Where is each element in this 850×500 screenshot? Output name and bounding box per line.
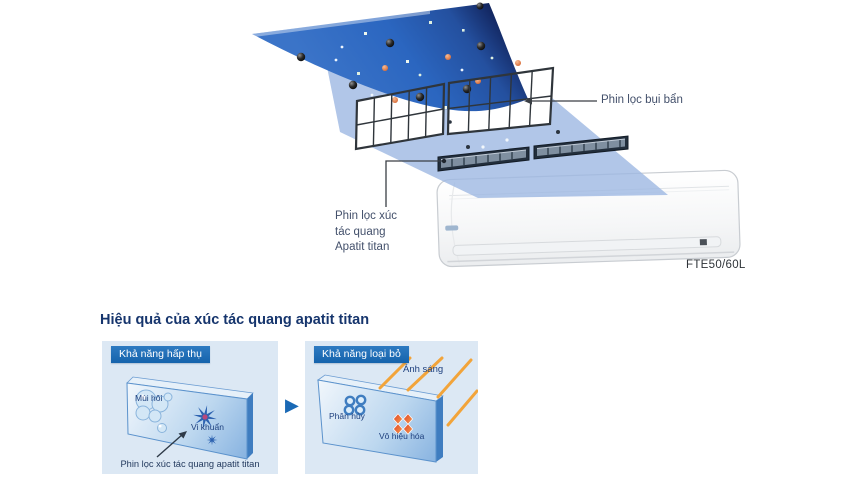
dust-filter-label: Phin lọc bụi bẩn — [601, 94, 683, 106]
leader-line-dust-filter — [524, 97, 597, 105]
ac-vent — [452, 236, 722, 256]
neutralize-label: Vô hiệu hóa — [379, 431, 425, 441]
daikin-logo — [445, 225, 459, 231]
decompose-label: Phân hủy — [329, 411, 365, 421]
caption-arrow — [156, 431, 187, 458]
air-flow-sheet — [252, 2, 528, 112]
remove-header-badge: Khả năng loại bỏ — [314, 346, 409, 363]
neutralize-diamonds-icon — [392, 413, 414, 435]
stray-particles — [448, 120, 560, 149]
model-label: FTE50/60L — [686, 259, 746, 271]
absorb-panel: Khả năng hấp thụ Mùi hôi Vi khuẩn Phin l… — [102, 341, 278, 474]
absorb-caption: Phin lọc xúc tác quang apatit titan — [120, 459, 260, 469]
light-rays-icon — [378, 356, 478, 427]
bacteria-label: Vi khuẩn — [191, 422, 224, 432]
leader-line-photocatalytic — [385, 158, 447, 207]
ac-filter-diagram — [252, 2, 741, 268]
bacteria-star-icon — [193, 405, 218, 446]
absorb-panel-art — [126, 376, 254, 460]
photocatalytic-filter-label: Phin lọc xúc tác quang Apatit titan — [335, 210, 398, 253]
odor-label: Mùi hôi — [135, 393, 163, 403]
remove-panel: Khả năng loại bỏ Ánh sáng Phân hủy Vô hi… — [305, 341, 478, 474]
flow-arrow-icon: ▶ — [285, 395, 299, 415]
section-title: Hiệu quả của xúc tác quang apatit titan — [100, 312, 370, 328]
dust-filter-grid — [354, 66, 555, 151]
decompose-circles-icon — [343, 394, 367, 416]
photocatalytic-filter-strip — [437, 135, 629, 172]
remove-panel-art — [316, 356, 478, 463]
absorb-header-badge: Khả năng hấp thụ — [111, 346, 210, 363]
odor-bubbles-icon — [135, 389, 173, 433]
ac-indicator — [699, 239, 707, 246]
light-label: Ánh sáng — [403, 364, 444, 375]
